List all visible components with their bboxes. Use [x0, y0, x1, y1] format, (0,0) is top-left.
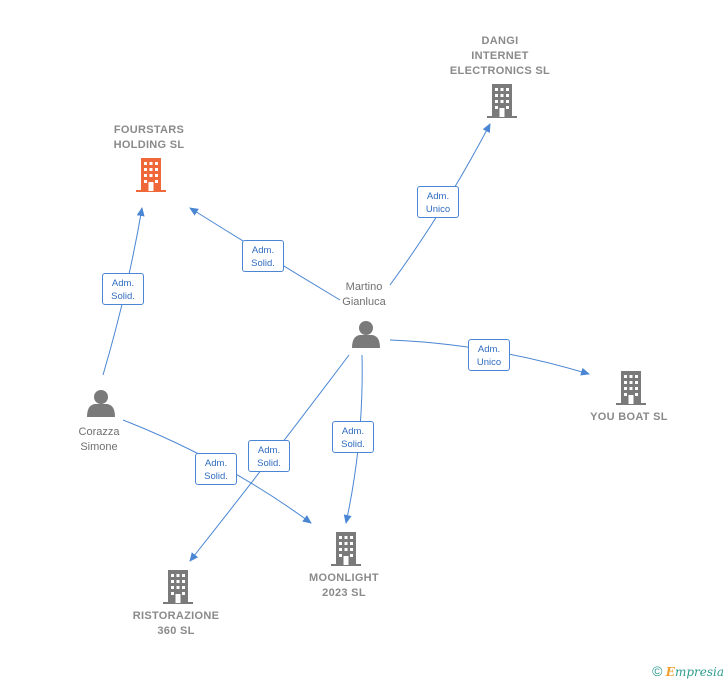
edge-label-corazza-fourstars: Adm. Solid. — [102, 273, 144, 305]
company-name[interactable]: DANGI INTERNET ELECTRONICS SL — [449, 35, 551, 77]
node-corazza-simone[interactable]: Corazza Simone — [49, 425, 149, 455]
node-martino-gianluca[interactable]: Martino Gianluca — [314, 280, 414, 310]
person-icon — [87, 390, 115, 417]
edge-label-martino-moonlight: Adm. Solid. — [332, 421, 374, 453]
company-name[interactable]: RISTORAZIONE 360 SL — [132, 610, 220, 637]
edge-label-martino-youboat: Adm. Unico — [468, 339, 510, 371]
company-name[interactable]: MOONLIGHT 2023 SL — [309, 572, 379, 599]
node-you-boat[interactable]: YOU BOAT SL — [569, 410, 689, 425]
brand-logo[interactable]: Empresia — [665, 665, 724, 679]
company-name[interactable]: FOURSTARS HOLDING SL — [113, 124, 185, 151]
node-ristorazione[interactable]: RISTORAZIONE 360 SL — [106, 609, 246, 639]
building-icon — [331, 532, 361, 566]
edge-label-corazza-moonlight: Adm. Solid. — [195, 453, 237, 485]
company-name[interactable]: YOU BOAT SL — [590, 411, 668, 423]
edge-label-martino-ristorazione: Adm. Solid. — [248, 440, 290, 472]
brand-footer[interactable]: © Empresia — [652, 663, 724, 679]
node-dangi-internet[interactable]: DANGI INTERNET ELECTRONICS SL — [430, 34, 570, 79]
building-icon — [163, 570, 193, 604]
building-icon — [616, 371, 646, 405]
node-moonlight[interactable]: MOONLIGHT 2023 SL — [274, 571, 414, 601]
node-fourstars-holding[interactable]: FOURSTARS HOLDING SL — [79, 123, 219, 153]
person-name[interactable]: Martino Gianluca — [342, 281, 386, 308]
building-icon — [487, 84, 517, 118]
edge-label-martino-fourstars: Adm. Solid. — [242, 240, 284, 272]
person-name[interactable]: Corazza Simone — [78, 426, 120, 453]
edge-label-martino-dangi: Adm. Unico — [417, 186, 459, 218]
copyright-icon: © — [652, 663, 663, 679]
building-icon — [136, 158, 166, 192]
person-icon — [352, 321, 380, 348]
